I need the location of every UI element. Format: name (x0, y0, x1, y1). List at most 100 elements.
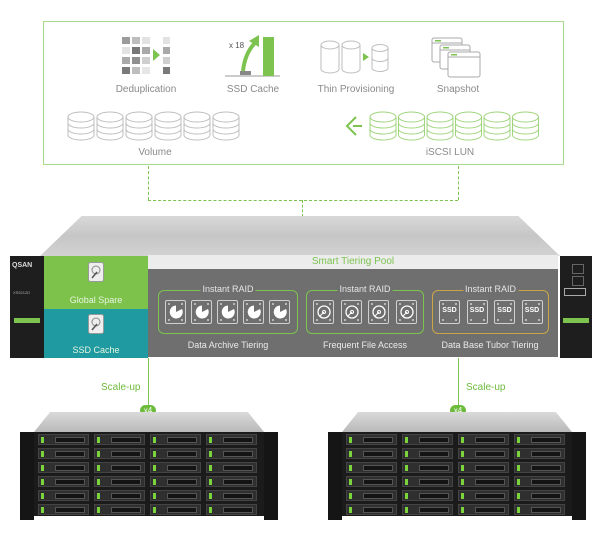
drive-latch (167, 437, 197, 443)
drive-bay (150, 490, 201, 501)
drive-bay (206, 448, 257, 459)
ssd-disk-icon: SSD (521, 300, 543, 324)
power-button[interactable] (572, 264, 584, 274)
merge-connector-line (148, 200, 458, 201)
drive-led (461, 465, 464, 471)
jbod-drive-bays (342, 432, 572, 516)
drive-latch (419, 465, 449, 471)
drive-bay (150, 462, 201, 473)
drive-latch (111, 451, 141, 457)
drive-latch (419, 437, 449, 443)
drive-latch (111, 437, 141, 443)
hdd-disk-icon (313, 300, 334, 324)
drive-latch (167, 479, 197, 485)
tier-label-database: Data Base Tubor Tiering (441, 340, 539, 350)
drive-led (405, 507, 408, 513)
hdd-disk-icon (217, 300, 238, 324)
drive-latch (475, 479, 505, 485)
drive-led (41, 493, 44, 499)
reset-button[interactable] (572, 276, 584, 286)
drive-led (97, 479, 100, 485)
tier-label-frequent: Frequent File Access (322, 340, 408, 350)
volume-label: Volume (138, 147, 172, 158)
drive-led (517, 451, 520, 457)
drive-latch (223, 465, 253, 471)
drive-led (153, 437, 156, 443)
drive-bay (402, 504, 453, 515)
usb-port (564, 288, 586, 296)
drive-bay (402, 490, 453, 501)
drive-led (461, 451, 464, 457)
drive-latch (55, 465, 85, 471)
drive-led (209, 465, 212, 471)
pool-header: Smart Tiering Pool (148, 255, 558, 270)
drive-bay (38, 504, 89, 515)
jbod-right-ear (264, 432, 278, 520)
global-spare-panel: Global Spare (44, 256, 148, 309)
drive-led (405, 493, 408, 499)
drive-latch (419, 479, 449, 485)
drive-bay (458, 448, 509, 459)
drive-bay (402, 462, 453, 473)
feature-label-ssd-cache: SSD Cache (226, 84, 280, 95)
disk-stack-item (398, 111, 425, 141)
drive-latch (111, 465, 141, 471)
drive-bay (94, 448, 145, 459)
drive-bay (346, 490, 397, 501)
drive-latch (223, 437, 253, 443)
drive-bay (94, 504, 145, 515)
drive-led (349, 507, 352, 513)
drive-bay (150, 504, 201, 515)
global-spare-label: Global Spare (69, 295, 123, 305)
drive-latch (419, 451, 449, 457)
drive-bay (514, 476, 565, 487)
drive-led (461, 507, 464, 513)
drive-led (349, 451, 352, 457)
drive-led (41, 479, 44, 485)
drive-bay (514, 490, 565, 501)
drive-led (153, 479, 156, 485)
drive-led (209, 507, 212, 513)
drive-latch (531, 507, 561, 513)
drive-bay (514, 434, 565, 445)
drive-led (349, 479, 352, 485)
drive-bay (458, 434, 509, 445)
drive-led (41, 465, 44, 471)
hard-disk-icon (88, 262, 104, 282)
volume-connector-line (148, 166, 149, 200)
drive-latch (475, 507, 505, 513)
feature-label-snapshot: Snapshot (436, 84, 480, 95)
drive-latch (167, 493, 197, 499)
jbod-left-ear (328, 432, 342, 520)
raid-title: Instant RAID (337, 284, 393, 294)
drive-bay (346, 434, 397, 445)
hdd-disk-icon (165, 300, 186, 324)
drive-bay (346, 504, 397, 515)
drive-latch (223, 479, 253, 485)
drive-led (153, 465, 156, 471)
scale-up-label-left: Scale-up (101, 382, 141, 393)
scale-up-line-right (458, 358, 459, 408)
drive-led (153, 451, 156, 457)
drive-bay (150, 434, 201, 445)
drive-led (209, 451, 212, 457)
brand-logo: QSAN (12, 262, 33, 269)
hdd-disk-icon (395, 300, 417, 324)
iscsi-lun-label: iSCSI LUN (425, 147, 475, 158)
drive-bay (346, 462, 397, 473)
drive-latch (531, 465, 561, 471)
drive-latch (167, 451, 197, 457)
drive-led (461, 437, 464, 443)
pool-title: Smart Tiering Pool (311, 256, 395, 267)
iscsi-connector-line (458, 166, 459, 200)
drive-bay (458, 490, 509, 501)
drive-latch (363, 493, 393, 499)
drive-latch (167, 465, 197, 471)
disk-stack-item (483, 111, 511, 141)
drive-latch (55, 451, 85, 457)
drive-latch (531, 493, 561, 499)
drive-latch (363, 507, 393, 513)
drive-bay (514, 504, 565, 515)
head-unit-left-ear: QSAN XS5212D (10, 256, 44, 358)
drive-led (405, 465, 408, 471)
